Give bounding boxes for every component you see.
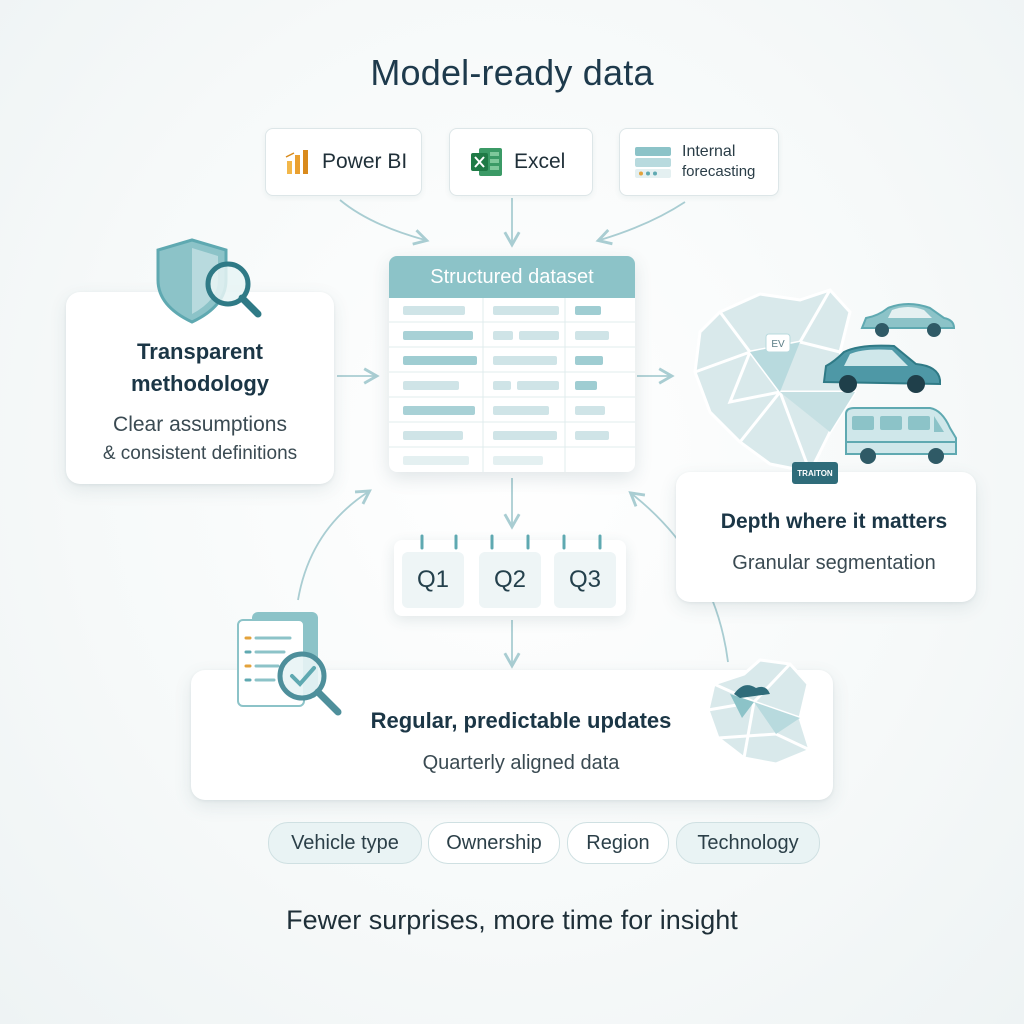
suv-icon: [822, 344, 941, 393]
chip-technology[interactable]: Technology: [676, 822, 820, 864]
tool-label: Excel: [514, 150, 566, 173]
methodology-title-line2: methodology: [130, 371, 270, 396]
methodology-sub-line1: Clear assumptions: [113, 413, 287, 436]
updates-title: Regular, predictable updates: [370, 708, 672, 733]
quarter-q3: Q3: [554, 552, 616, 608]
mini-map-icon: [706, 658, 812, 766]
shield-magnifier-icon: [156, 238, 262, 324]
methodology-title-line1: Transparent: [137, 339, 263, 364]
chip-ownership[interactable]: Ownership: [428, 822, 560, 864]
quarter-q1: Q1: [402, 552, 464, 608]
tool-label-line1: Internal: [682, 143, 736, 160]
depth-subtitle: Granular segmentation: [732, 552, 936, 574]
methodology-card: Transparent methodology Clear assumption…: [66, 292, 334, 484]
arrow-forecasting-to-dataset: [595, 201, 686, 246]
chip-vehicle-type[interactable]: Vehicle type: [268, 822, 422, 864]
calendar-rings-icon: [420, 534, 602, 550]
quarterly-calendar: Q1 Q2 Q3: [394, 534, 626, 616]
dataset-rows: [389, 298, 635, 472]
map-badge: EV: [771, 339, 785, 350]
van-icon: [845, 407, 957, 464]
checklist-magnifier-icon: [237, 612, 342, 716]
excel-icon: [471, 148, 502, 176]
power-bi-icon: [285, 150, 308, 174]
traiton-tag: TRAITON: [792, 462, 838, 484]
footer-tagline: Fewer surprises, more time for insight: [286, 905, 738, 935]
depth-title: Depth where it matters: [720, 510, 948, 533]
dataset-header: Structured dataset: [389, 256, 635, 298]
quarter-q2: Q2: [479, 552, 541, 608]
chip-region[interactable]: Region: [567, 822, 669, 864]
page-title: Model-ready data: [370, 52, 654, 93]
depth-card: Depth where it matters Granular segmenta…: [676, 472, 976, 602]
tool-label-line2: forecasting: [682, 163, 756, 180]
region-map-icon: [693, 288, 857, 474]
forecasting-icon: [635, 147, 671, 178]
methodology-sub-line2: & consistent definitions: [102, 443, 298, 464]
arrow-powerbi-to-dataset: [339, 199, 430, 246]
tool-power-bi: Power BI: [265, 128, 422, 196]
tool-internal-forecasting: Internal forecasting: [619, 128, 779, 196]
structured-dataset-table: Structured dataset: [389, 256, 635, 472]
updates-subtitle: Quarterly aligned data: [422, 752, 620, 774]
car-icon: [860, 303, 956, 337]
arrow-loop-left: [297, 489, 372, 601]
tool-excel: Excel: [449, 128, 593, 196]
tool-label: Power BI: [322, 150, 408, 173]
